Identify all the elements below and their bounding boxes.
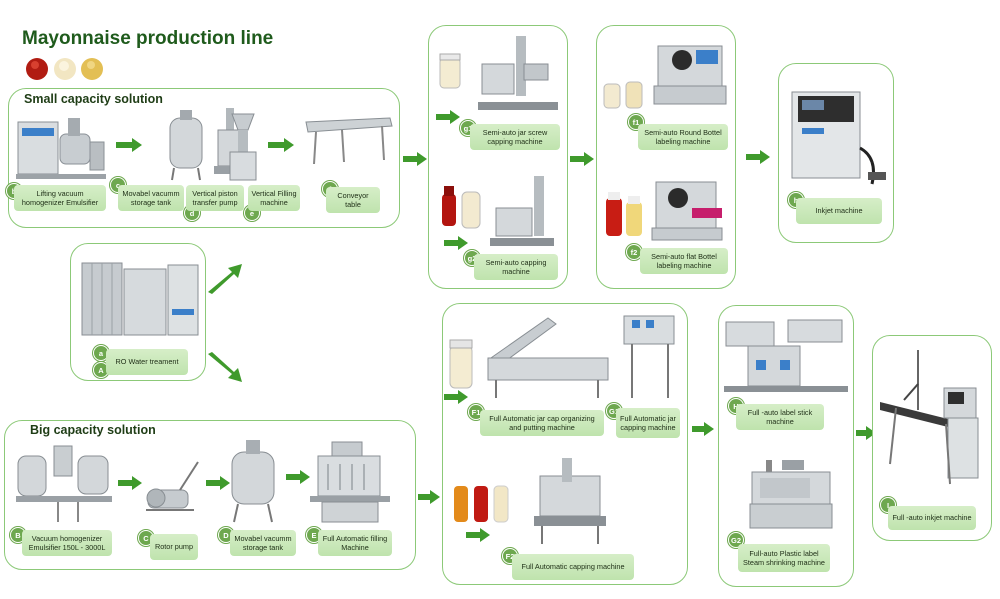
ketchup-icon xyxy=(26,58,48,80)
label-rotor-pump: Rotor pump xyxy=(150,534,198,560)
arrow-right-icon xyxy=(206,476,230,490)
arrow-right-icon xyxy=(746,150,770,164)
label-semi-jar-capping: Semi-auto jar screw capping machine xyxy=(470,124,560,150)
arrow-right-icon xyxy=(466,528,490,542)
label-ro-water: RO Water treament xyxy=(106,349,188,375)
full-inkjet-machine xyxy=(880,350,979,485)
arrow-right-icon xyxy=(444,236,468,250)
arrow-right-icon xyxy=(444,390,468,404)
arrow-down-right-icon xyxy=(208,352,242,382)
arrow-right-icon xyxy=(403,152,427,166)
mustard-icon xyxy=(81,58,103,80)
badge-A: A xyxy=(93,362,109,378)
vertical-filling-machine xyxy=(229,113,257,181)
arrow-right-icon xyxy=(436,110,460,124)
semi-capping-machine xyxy=(442,176,554,246)
arrow-right-icon xyxy=(268,138,294,152)
label-vertical-filling: Vertical Filling machine xyxy=(248,185,300,211)
inkjet-printer-machine xyxy=(791,91,886,185)
vacuum-homogenizer-machine xyxy=(16,118,106,179)
arrow-right-icon xyxy=(856,426,876,440)
arrow-right-icon xyxy=(570,152,594,166)
arrow-right-icon xyxy=(286,470,310,484)
label-piston-transfer-pump: Vertical piston transfer pump xyxy=(186,185,244,211)
steam-shrinking-machine xyxy=(749,460,833,529)
full-capping-machine xyxy=(454,458,606,544)
label-jar-capping: Full Automatic jar capping machine xyxy=(616,408,680,438)
label-conveyor-table: Conveyor table xyxy=(326,187,380,213)
conveyor-table-machine xyxy=(305,117,393,165)
sauce-icons xyxy=(26,58,103,80)
jar-cap-organizing-machine xyxy=(449,315,675,398)
ro-water-machine xyxy=(81,262,199,336)
arrow-right-icon xyxy=(692,422,714,436)
label-full-capping: Full Automatic capping machine xyxy=(512,554,634,580)
label-round-bottle-labeling: Semi-auto Round Bottel labeling machine xyxy=(638,124,728,150)
label-big-storage-tank: Movabel vacumm storage tank xyxy=(230,530,296,556)
label-big-homogenizer: Vacuum homogenizer Emulsifier 150L - 300… xyxy=(22,530,112,556)
label-movable-storage-tank: Movabel vacumm storage tank xyxy=(118,185,184,211)
auto-filling-machine xyxy=(310,441,390,523)
label-semi-capping: Semi-auto capping machine xyxy=(474,254,558,280)
label-inkjet: Inkjet machine xyxy=(796,198,882,224)
label-flat-bottle-labeling: Semi-auto flat Bottel labeling machine xyxy=(640,248,728,274)
flat-bottle-labeler xyxy=(606,181,723,241)
page-title: Mayonnaise production line xyxy=(22,28,274,49)
label-lifting-homogenizer: Lifting vacuum homogenizer Emulsifier xyxy=(14,185,106,211)
label-auto-filling: Full Automatic filling Machine xyxy=(318,530,392,556)
arrow-right-icon xyxy=(418,490,440,504)
mayonnaise-icon xyxy=(54,58,76,80)
label-label-stick: Full -auto label stick machine xyxy=(736,404,824,430)
label-jar-cap-organizing: Full Automatic jar cap organizing and pu… xyxy=(480,410,604,436)
arrow-up-right-icon xyxy=(208,264,242,294)
small-capacity-title: Small capacity solution xyxy=(24,92,163,106)
label-full-inkjet: Full -auto inkjet machine xyxy=(888,506,976,530)
storage-tank-machine xyxy=(169,110,203,181)
label-stick-machine xyxy=(724,319,848,392)
big-homogenizer-machine xyxy=(16,445,112,522)
label-steam-shrinking: Full-auto Plastic label Steam shrinking … xyxy=(738,544,830,572)
semi-jar-capping-machine xyxy=(439,36,558,110)
big-storage-tank-machine xyxy=(231,440,275,523)
arrow-right-icon xyxy=(116,138,142,152)
rotor-pump-machine xyxy=(146,461,199,511)
big-capacity-title: Big capacity solution xyxy=(30,423,156,437)
round-bottle-labeler xyxy=(603,45,727,109)
arrow-right-icon xyxy=(118,476,142,490)
